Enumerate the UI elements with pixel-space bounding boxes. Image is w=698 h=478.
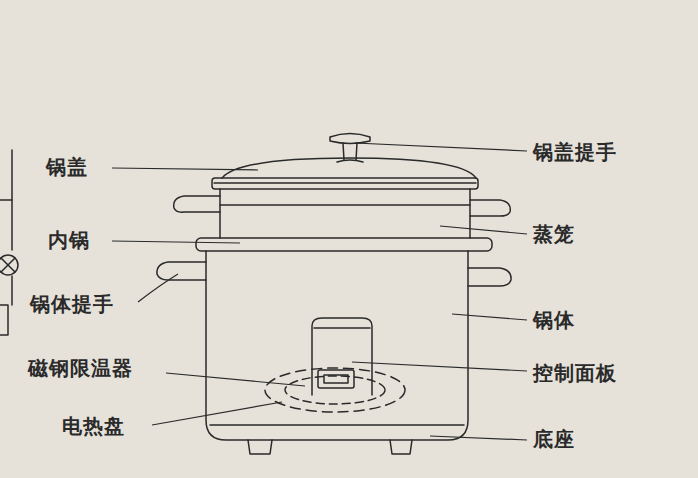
part-label: 锅盖	[46, 157, 88, 177]
steamer	[220, 189, 470, 238]
part-label: 蒸笼	[533, 224, 575, 244]
lid-rim	[212, 178, 478, 189]
part-label: 控制面板	[533, 363, 617, 383]
body-handle-right	[468, 268, 511, 286]
control-panel	[312, 318, 372, 395]
part-label: 磁钢限温器	[28, 358, 133, 378]
part-label: 锅体提手	[30, 294, 114, 314]
leader-lines	[112, 143, 527, 440]
thermostat	[285, 376, 385, 404]
inner-pot-rim	[196, 238, 492, 251]
lid	[222, 158, 476, 178]
part-label: 锅体	[533, 310, 575, 330]
part-label: 电热盘	[62, 416, 125, 436]
body-handle-left	[157, 262, 206, 280]
heating-plate	[265, 368, 405, 412]
steamer-handle-left	[174, 196, 220, 212]
steamer-handle-right	[470, 200, 510, 216]
switch	[318, 370, 354, 388]
part-label: 内锅	[48, 230, 90, 250]
part-label: 锅盖提手	[533, 142, 617, 162]
circuit-fragment	[0, 150, 18, 335]
foot-right	[390, 440, 412, 454]
foot-left	[248, 440, 272, 454]
part-label: 底座	[533, 429, 575, 449]
cooker-body	[206, 251, 468, 440]
